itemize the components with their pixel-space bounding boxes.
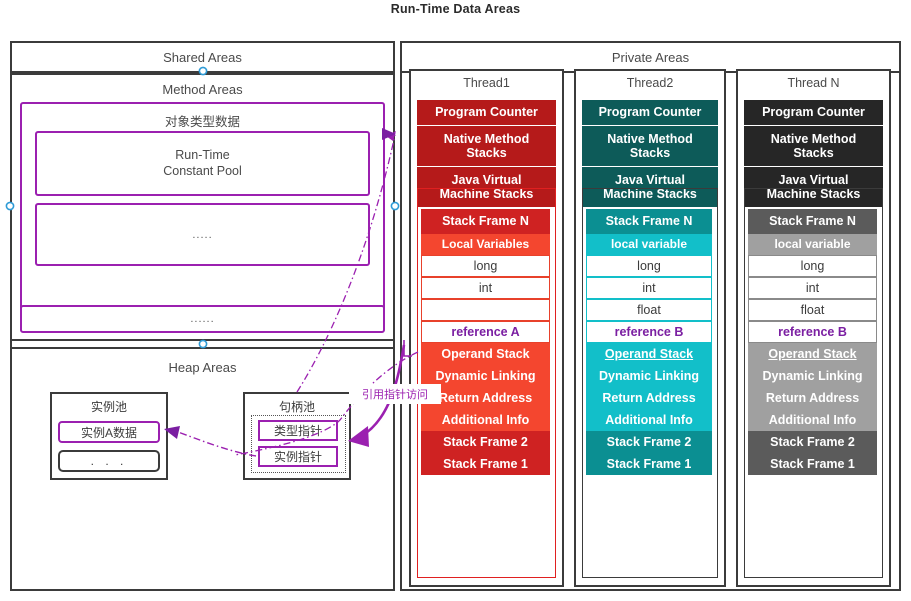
method-areas-header: Method Areas [162, 81, 243, 97]
thread1-additional-info: Additional Info [421, 409, 550, 431]
object-type-data-label: 对象类型数据 [164, 115, 240, 129]
thread2-title: Thread2 [626, 76, 674, 90]
threadn-local-var-int: int [748, 277, 877, 299]
instance-pointer-box: 实例指针 [258, 446, 338, 467]
threadn-program-counter: Program Counter [744, 100, 883, 125]
thread2-operand-stack: Operand Stack [586, 343, 712, 365]
thread1-return-address: Return Address [421, 387, 550, 409]
handle-pool-label: 句柄池 [278, 400, 315, 414]
page-title: Run-Time Data Areas [390, 2, 521, 16]
thread2-return-address: Return Address [586, 387, 712, 409]
thread1-operand-stack: Operand Stack [421, 343, 550, 365]
thread1-stack-region-outline [417, 188, 556, 578]
instance-pool-ellipsis: . . . [58, 450, 160, 472]
thread2-stack-region-outline [582, 188, 718, 578]
threadn-local-variables-label: local variable [748, 234, 877, 255]
heap-areas-header: Heap Areas [168, 359, 237, 375]
thread1-title: Thread1 [463, 76, 510, 90]
thread1-stack-frame-n: Stack Frame N [421, 209, 550, 234]
thread2-dynamic-linking: Dynamic Linking [586, 365, 712, 387]
thread1-dynamic-linking: Dynamic Linking [421, 365, 550, 387]
thread1-local-var-empty-2 [421, 299, 550, 321]
method-areas-outer-ellipsis: ...... [20, 305, 385, 333]
threadn-local-var-long: long [748, 255, 877, 277]
thread2-additional-info: Additional Info [586, 409, 712, 431]
threadn-local-var-float: float [748, 299, 877, 321]
shared-areas-header: Shared Areas [12, 43, 393, 73]
threadn-additional-info: Additional Info [748, 409, 877, 431]
threadn-operand-stack: Operand Stack [748, 343, 877, 365]
type-pointer-box: 类型指针 [258, 420, 338, 441]
thread2-local-variables-label: local variable [586, 234, 712, 255]
thread2-local-var-float: float [586, 299, 712, 321]
threadn-dynamic-linking: Dynamic Linking [748, 365, 877, 387]
instance-a-data: 实例A数据 [58, 421, 160, 443]
thread2-local-var-int: int [586, 277, 712, 299]
threadn-stack-frame-n: Stack Frame N [748, 209, 877, 234]
threadn-stack-frame-1: Stack Frame 1 [748, 453, 877, 475]
thread2-stack-frame-2: Stack Frame 2 [586, 431, 712, 453]
threadn-stack-frame-2: Stack Frame 2 [748, 431, 877, 453]
thread1-local-variables-label: Local Variables [421, 234, 550, 255]
method-areas-inner-ellipsis: ..... [35, 203, 370, 266]
thread1-stack-frame-1: Stack Frame 1 [421, 453, 550, 475]
thread1-local-var-int: int [421, 277, 550, 299]
thread2-program-counter: Program Counter [582, 100, 718, 125]
threadn-local-var-reference-b: reference B [748, 321, 877, 343]
thread1-local-var-long: long [421, 255, 550, 277]
thread1-stack-frame-2: Stack Frame 2 [421, 431, 550, 453]
thread1-local-var-reference-a: reference A [421, 321, 550, 343]
threadn-title: Thread N [787, 76, 840, 90]
thread2-stack-frame-n: Stack Frame N [586, 209, 712, 234]
thread2-stack-frame-1: Stack Frame 1 [586, 453, 712, 475]
threadn-stack-region-outline [744, 188, 883, 578]
thread2-local-var-long: long [586, 255, 712, 277]
threadn-return-address: Return Address [748, 387, 877, 409]
reference-pointer-access-annotation: 引用指针访问 [349, 384, 441, 404]
instance-pool-label: 实例池 [90, 400, 127, 414]
thread1-program-counter: Program Counter [417, 100, 556, 125]
thread2-local-var-reference-b: reference B [586, 321, 712, 343]
